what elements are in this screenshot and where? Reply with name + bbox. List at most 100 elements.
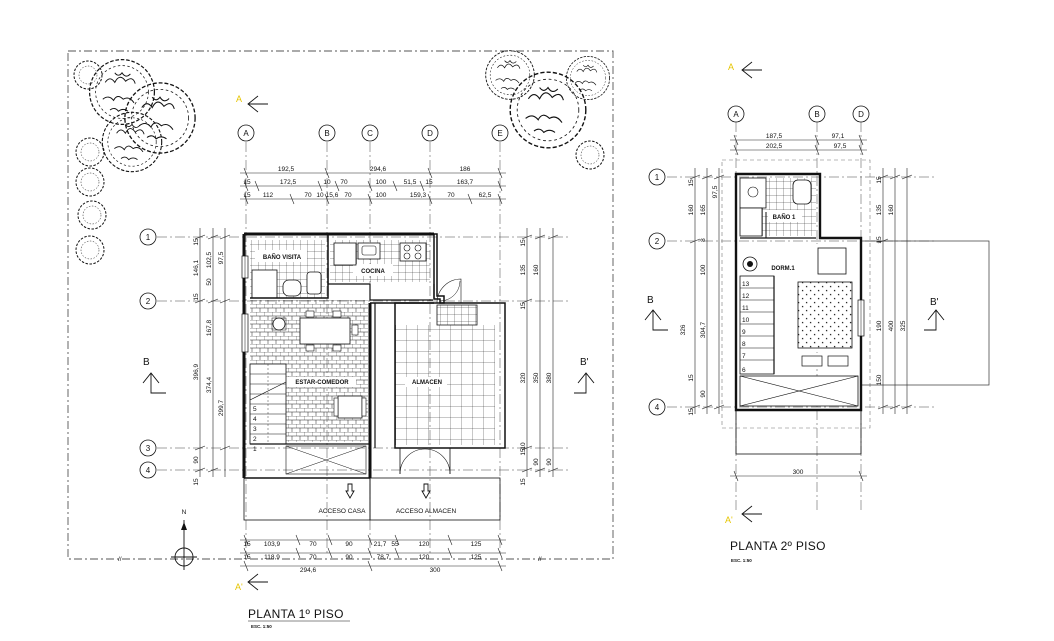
axis-label: 1 [146, 233, 151, 242]
dim-label: 190 [876, 320, 883, 331]
stair-step-number: 4 [253, 416, 257, 423]
floor2-row-bubble-2: 2 [648, 232, 666, 250]
dim-label: 160 [533, 264, 540, 275]
dim-label: 55 [391, 541, 399, 548]
floor2-row-bubble-4: 4 [648, 398, 666, 416]
section-marker-b-left-f2 [644, 309, 668, 331]
dim-label: 10 [316, 192, 324, 199]
stair-step-number: 12 [742, 293, 750, 300]
dim-label: 100 [700, 264, 707, 275]
floor1-col-bubble-a: A [237, 124, 255, 142]
dim-label: 15 [425, 179, 433, 186]
floor1-row-bubble-1: 1 [139, 228, 157, 246]
dim-label: 160 [888, 204, 895, 215]
section-label-a: A [236, 94, 242, 104]
dim-label: 294,6 [370, 166, 387, 173]
north-label: N [182, 509, 187, 516]
dim-label: 165 [700, 204, 707, 215]
dim-label: 15 [688, 179, 695, 187]
dim-label: 90 [700, 390, 707, 398]
dim-label: 15,6 [326, 192, 339, 199]
stair-step-number: 3 [253, 426, 257, 433]
dim-label: 299,7 [218, 399, 225, 416]
section-marker-a-bottom [247, 573, 268, 591]
section-label-a-prime: A' [725, 515, 733, 525]
dim-label: 100 [376, 179, 387, 186]
stair-step-number: 9 [742, 329, 746, 336]
dim-label: 97,5 [834, 143, 847, 150]
section-marker-a-bottom-f2 [741, 505, 762, 523]
floor1-row-bubble-4: 4 [139, 461, 157, 479]
dim-label: 325 [900, 320, 907, 331]
dim-label: 172,5 [280, 179, 297, 186]
section-label-b-prime: B' [580, 357, 589, 368]
floor2-col-bubble-a: A [727, 105, 745, 123]
dim-label: 10 [323, 179, 331, 186]
dim-label: 78,7 [377, 554, 390, 561]
axis-label: A [733, 110, 739, 119]
stair-f2 [739, 275, 775, 375]
axis-label: D [858, 110, 864, 119]
dim-label: 15 [193, 293, 200, 301]
site-boundary [67, 50, 614, 560]
stair-step-number: 2 [253, 436, 257, 443]
axis-label: C [367, 129, 373, 138]
room-label-estar-comedor: ESTAR-COMEDOR [295, 380, 349, 386]
dim-label: 15 [876, 176, 883, 184]
dim-label: 159,3 [410, 192, 427, 199]
axis-label: 3 [146, 444, 151, 453]
dim-label: 300 [430, 567, 441, 574]
dim-label: 15 [520, 302, 527, 310]
dim-label: 50 [206, 278, 213, 286]
dim-label: 120 [419, 541, 430, 548]
dim-label: 10 [520, 442, 527, 450]
access-label-casa: ACCESO CASA [319, 508, 367, 515]
dim-label: 400 [888, 320, 895, 331]
section-marker-b-right-f2 [924, 309, 945, 331]
axis-label: 2 [655, 237, 660, 246]
dim-label: 167,8 [206, 319, 213, 336]
section-label-b: B [647, 295, 654, 306]
dim-label: 15 [520, 448, 527, 456]
room-label-cocina: COCINA [361, 269, 385, 275]
axis-label: A [243, 129, 249, 138]
plan-title-floor1: PLANTA 1º PISO [248, 607, 344, 621]
dim-label: 186 [460, 166, 471, 173]
dim-label: 90 [345, 554, 353, 561]
floor1-plan [241, 232, 506, 521]
section-label-b: B [143, 357, 150, 368]
dim-label: 150 [876, 374, 883, 385]
dim-label: 320 [520, 372, 527, 383]
dim-label: 70 [309, 554, 317, 561]
dim-label: 135 [876, 204, 883, 215]
dim-label: 102,5 [206, 251, 213, 268]
room-label-dorm-1: DORM.1 [771, 266, 795, 272]
stair-step-number: 8 [742, 341, 746, 348]
dim-label: 15 [243, 541, 251, 548]
axis-label: E [497, 129, 502, 138]
floor1-col-bubble-e: E [491, 124, 509, 142]
floor1-col-bubble-c: C [361, 124, 379, 142]
axis-label: 1 [655, 173, 660, 182]
dim-label: 15 [520, 239, 527, 247]
axis-label: 4 [146, 466, 151, 475]
dim-label: 97,5 [218, 251, 225, 264]
plan-title-floor2: PLANTA 2º PISO [730, 539, 826, 553]
dim-label: 396,9 [193, 363, 200, 380]
dim-label: 70 [340, 179, 348, 186]
dim-label: 90 [546, 458, 553, 466]
dim-label: 15 [876, 236, 883, 244]
section-marker-b-right [574, 372, 595, 394]
dim-label: 15 [243, 192, 251, 199]
access-label-almacen: ACCESO ALMACEN [396, 508, 457, 515]
floor1-row-bubble-3: 3 [139, 439, 157, 457]
dim-label: 350 [533, 372, 540, 383]
stair-step-number: 6 [742, 367, 746, 374]
dim-label: 15 [688, 374, 695, 382]
break-mark: // [118, 556, 122, 563]
stair-step-number: 7 [742, 353, 746, 360]
floor2-col-bubble-d: D [852, 105, 870, 123]
dim-label: 202,5 [766, 143, 783, 150]
dim-label: 62,5 [479, 192, 492, 199]
room-label-bano-1: BAÑO 1 [773, 214, 796, 221]
